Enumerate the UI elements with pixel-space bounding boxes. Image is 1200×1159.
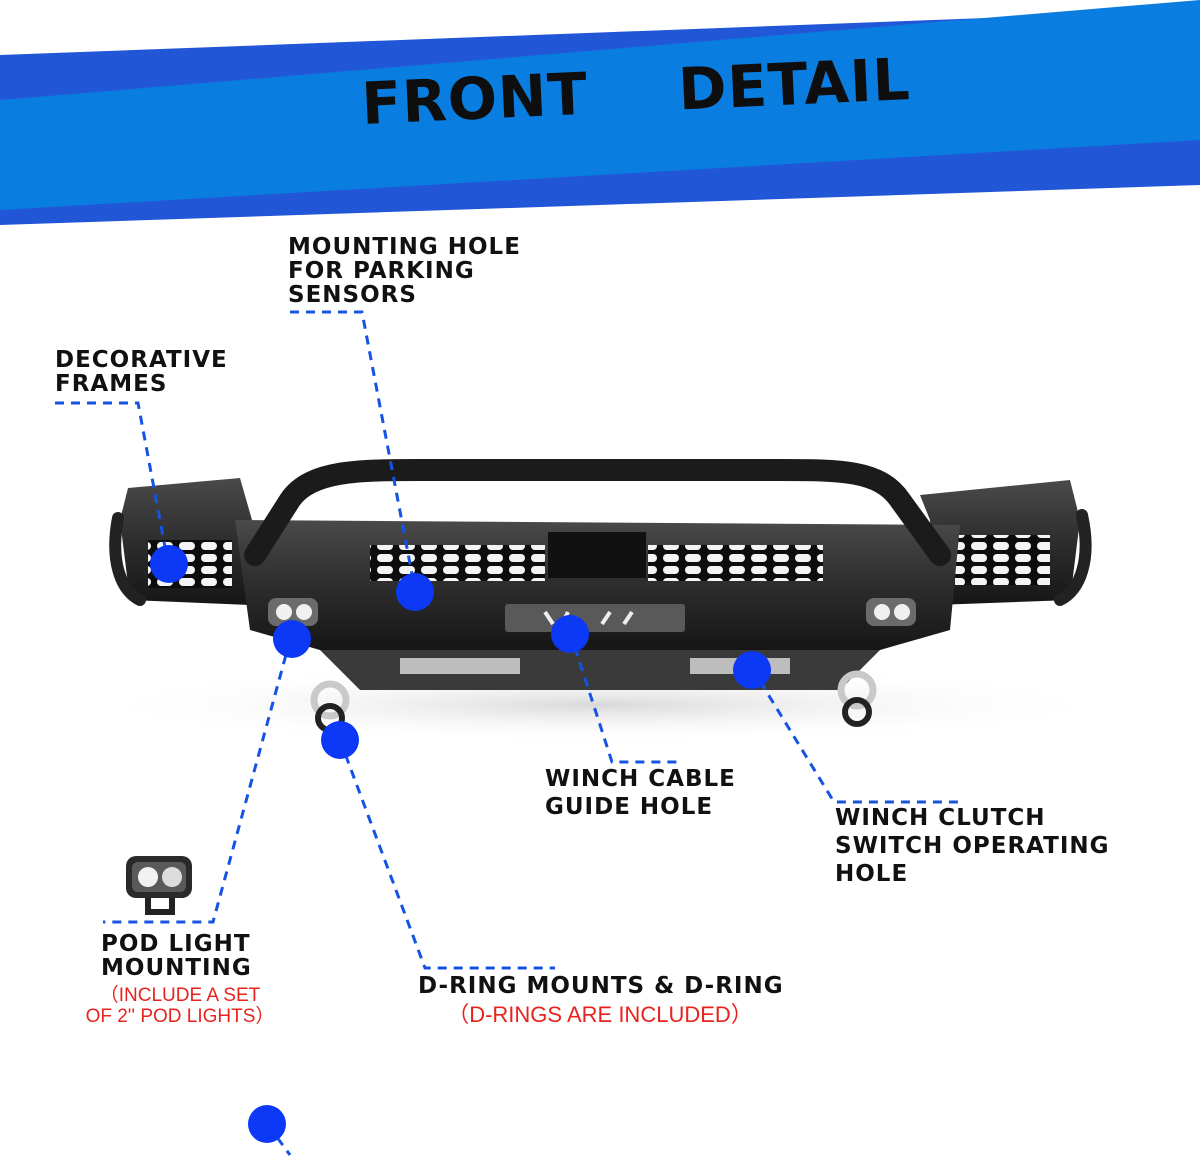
marker-mounting-hole	[396, 573, 434, 611]
center-mesh-right	[648, 545, 823, 581]
pod-light-icon	[126, 856, 192, 915]
marker-extra	[248, 1105, 286, 1143]
right-mesh-frame	[955, 535, 1050, 585]
left-wing-tube	[109, 512, 146, 606]
leader-winch-cable	[568, 631, 680, 764]
right-d-ring	[837, 670, 877, 710]
callout-winch-clutch: WINCH CLUTCH SWITCH OPERATING HOLE	[835, 804, 1110, 888]
marker-winch-clutch	[733, 651, 771, 689]
marker-d-ring	[321, 721, 359, 759]
winch-plate	[505, 604, 685, 632]
callout-line: FOR PARKING	[288, 258, 475, 285]
marker-pod-light	[273, 620, 311, 658]
marker-decorative-frames	[150, 545, 188, 583]
leader-decorative-frames	[55, 401, 170, 564]
callout-line: FRAMES	[55, 371, 168, 398]
left-d-ring	[310, 680, 350, 720]
note-line: （INCLUDE A SET	[99, 985, 261, 1006]
leader-pod-light	[103, 639, 292, 924]
callout-pod-light: POD LIGHT MOUNTING	[101, 932, 252, 980]
callout-decorative-frames: DECORATIVE FRAMES	[55, 348, 228, 396]
leader-d-ring	[338, 739, 555, 970]
callout-mounting-hole: MOUNTING HOLE FOR PARKING SENSORS	[288, 234, 521, 309]
callout-d-ring: D-RING MOUNTS & D-RING	[418, 974, 784, 998]
skid-opening-left	[400, 658, 520, 674]
leader-mounting-hole	[290, 310, 417, 591]
banner-band	[0, 0, 1200, 210]
callout-line: HOLE	[835, 861, 909, 888]
header-banner	[0, 0, 1200, 225]
callout-line: WINCH CABLE	[545, 766, 736, 792]
callout-pod-light-note: （INCLUDE A SET OF 2'' POD LIGHTS）	[75, 985, 285, 1028]
right-wing-tube	[1054, 509, 1092, 606]
callout-line: GUIDE HOLE	[545, 793, 714, 820]
callout-d-ring-note: （D-RINGS ARE INCLUDED）	[440, 1002, 760, 1028]
callout-line: DECORATIVE	[55, 347, 228, 373]
marker-winch-cable	[551, 615, 589, 653]
callout-line: SWITCH OPERATING	[835, 833, 1110, 860]
callout-line: POD LIGHT	[101, 931, 251, 957]
note-line: OF 2'' POD LIGHTS）	[85, 1006, 275, 1028]
plate-mount	[548, 532, 646, 578]
callout-line: SENSORS	[288, 282, 417, 309]
callout-winch-cable: WINCH CABLE GUIDE HOLE	[545, 766, 736, 821]
bull-bar	[244, 459, 951, 566]
leader-winch-clutch	[750, 667, 958, 804]
center-mesh-left	[370, 545, 545, 581]
callout-line: MOUNTING	[101, 955, 252, 982]
note-line: （D-RINGS ARE INCLUDED）	[447, 1002, 753, 1027]
callout-line: D-RING MOUNTS & D-RING	[418, 973, 784, 999]
callout-line: WINCH CLUTCH	[835, 805, 1046, 831]
callout-line: MOUNTING HOLE	[288, 234, 521, 260]
